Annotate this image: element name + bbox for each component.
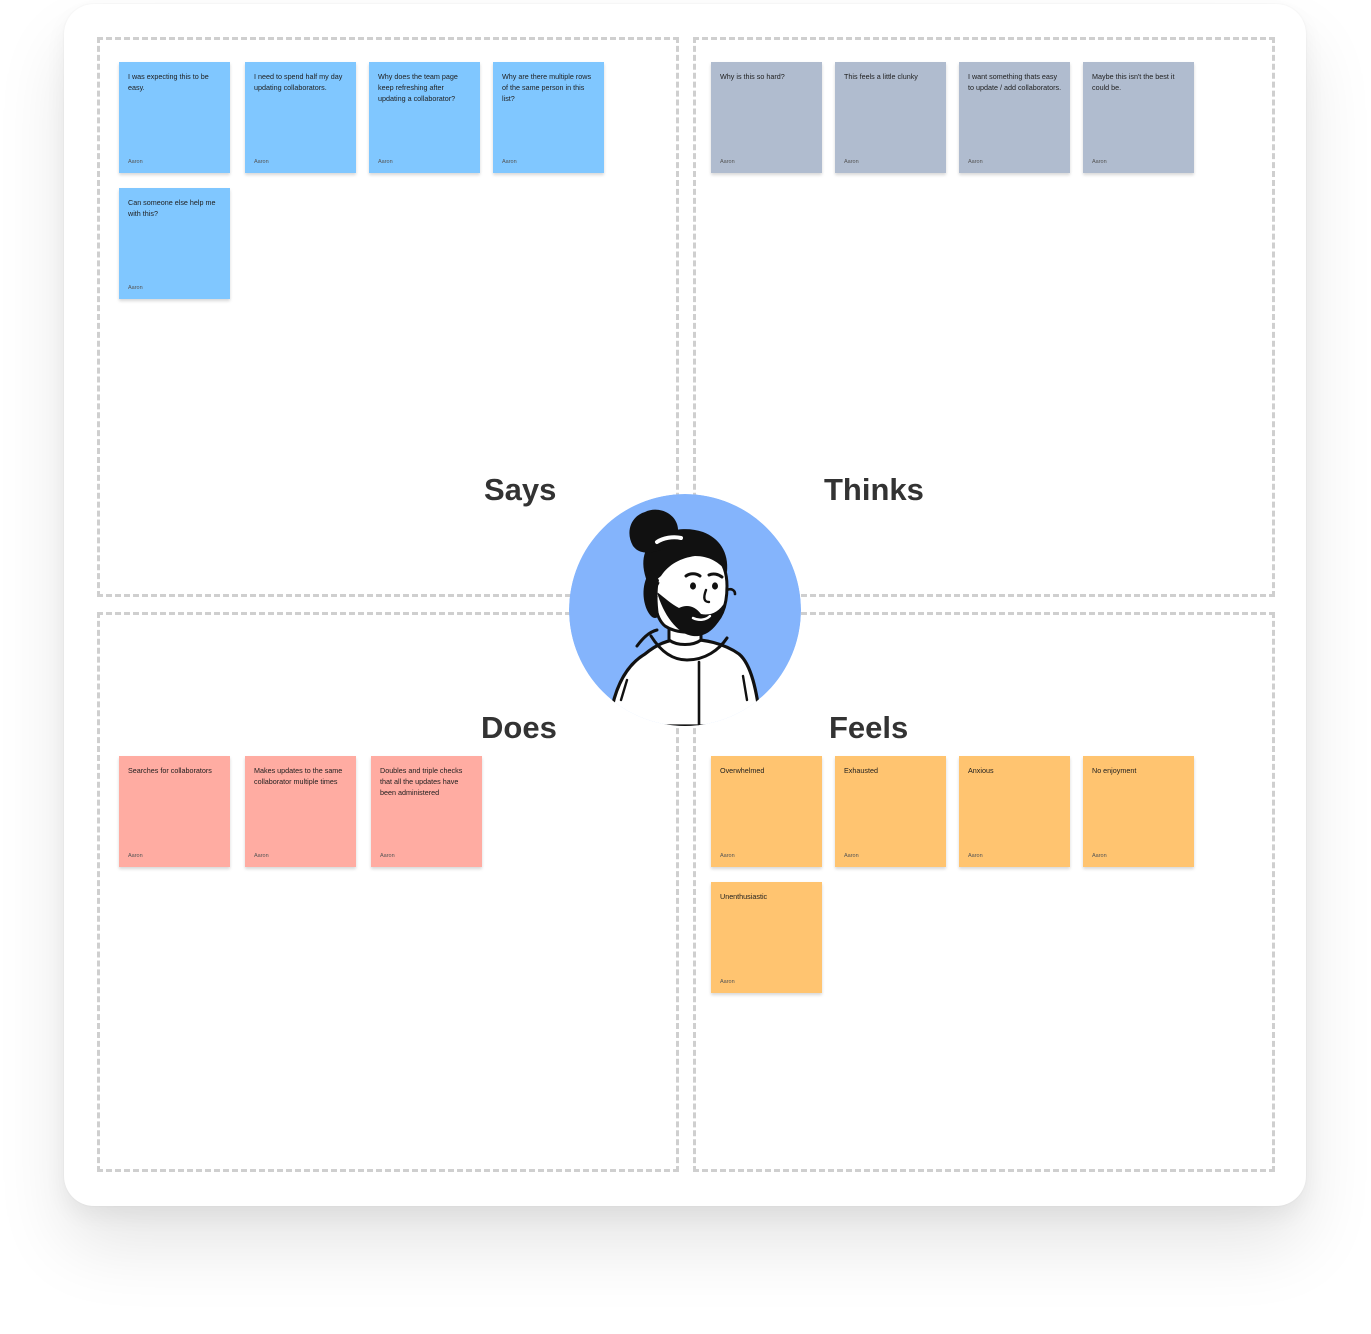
sticky-note[interactable]: Anxious Aaron	[959, 756, 1070, 867]
note-author: Aaron	[380, 853, 395, 859]
quadrant-label-feels: Feels	[829, 710, 909, 745]
sticky-note[interactable]: Unenthusiastic Aaron	[711, 882, 822, 993]
quadrant-label-says: Says	[484, 472, 557, 507]
note-text: I want something thats easy to update / …	[968, 72, 1062, 92]
note-text: Can someone else help me with this?	[128, 198, 216, 218]
note-author: Aaron	[1092, 159, 1107, 165]
quadrant-feels	[693, 612, 1275, 1172]
note-author: Aaron	[378, 159, 393, 165]
sticky-note[interactable]: I was expecting this to be easy. Aaron	[119, 62, 230, 173]
note-author: Aaron	[254, 159, 269, 165]
note-text: Anxious	[968, 766, 994, 775]
quadrant-does	[97, 612, 679, 1172]
note-text: Overwhelmed	[720, 766, 765, 775]
note-author: Aaron	[720, 159, 735, 165]
note-author: Aaron	[720, 853, 735, 859]
note-text: Why are there multiple rows of the same …	[502, 72, 592, 103]
note-text: Doubles and triple checks that all the u…	[380, 766, 463, 797]
sticky-note[interactable]: This feels a little clunky Aaron	[835, 62, 946, 173]
note-text: I need to spend half my day updating col…	[254, 72, 343, 92]
sticky-note[interactable]: Searches for collaborators Aaron	[119, 756, 230, 867]
sticky-note[interactable]: Why does the team page keep refreshing a…	[369, 62, 480, 173]
note-text: Searches for collaborators	[128, 766, 212, 775]
sticky-note[interactable]: Doubles and triple checks that all the u…	[371, 756, 482, 867]
sticky-note[interactable]: Maybe this isn't the best it could be. A…	[1083, 62, 1194, 173]
sticky-note[interactable]: I need to spend half my day updating col…	[245, 62, 356, 173]
sticky-note[interactable]: No enjoyment Aaron	[1083, 756, 1194, 867]
note-author: Aaron	[720, 979, 735, 985]
quadrant-says	[97, 37, 679, 597]
note-author: Aaron	[254, 853, 269, 859]
quadrant-label-does: Does	[481, 710, 557, 745]
note-author: Aaron	[844, 853, 859, 859]
sticky-note[interactable]: Why is this so hard? Aaron	[711, 62, 822, 173]
quadrant-thinks	[693, 37, 1275, 597]
note-author: Aaron	[1092, 853, 1107, 859]
sticky-note[interactable]: Overwhelmed Aaron	[711, 756, 822, 867]
sticky-note[interactable]: Can someone else help me with this? Aaro…	[119, 188, 230, 299]
note-text: I was expecting this to be easy.	[128, 72, 209, 92]
note-text: This feels a little clunky	[844, 72, 918, 81]
note-text: Why is this so hard?	[720, 72, 785, 81]
note-text: Makes updates to the same collaborator m…	[254, 766, 343, 786]
note-author: Aaron	[128, 285, 143, 291]
note-author: Aaron	[128, 159, 143, 165]
note-author: Aaron	[502, 159, 517, 165]
note-author: Aaron	[128, 853, 143, 859]
note-text: Why does the team page keep refreshing a…	[378, 72, 458, 103]
sticky-note[interactable]: Why are there multiple rows of the same …	[493, 62, 604, 173]
quadrant-label-thinks: Thinks	[824, 472, 924, 507]
note-author: Aaron	[968, 159, 983, 165]
sticky-note[interactable]: Exhausted Aaron	[835, 756, 946, 867]
note-text: Exhausted	[844, 766, 878, 775]
note-author: Aaron	[968, 853, 983, 859]
sticky-note[interactable]: Makes updates to the same collaborator m…	[245, 756, 356, 867]
note-text: Maybe this isn't the best it could be.	[1092, 72, 1175, 92]
note-author: Aaron	[844, 159, 859, 165]
note-text: No enjoyment	[1092, 766, 1137, 775]
person-illustration-icon	[569, 494, 801, 726]
sticky-note[interactable]: I want something thats easy to update / …	[959, 62, 1070, 173]
persona-avatar	[569, 494, 801, 726]
note-text: Unenthusiastic	[720, 892, 768, 901]
